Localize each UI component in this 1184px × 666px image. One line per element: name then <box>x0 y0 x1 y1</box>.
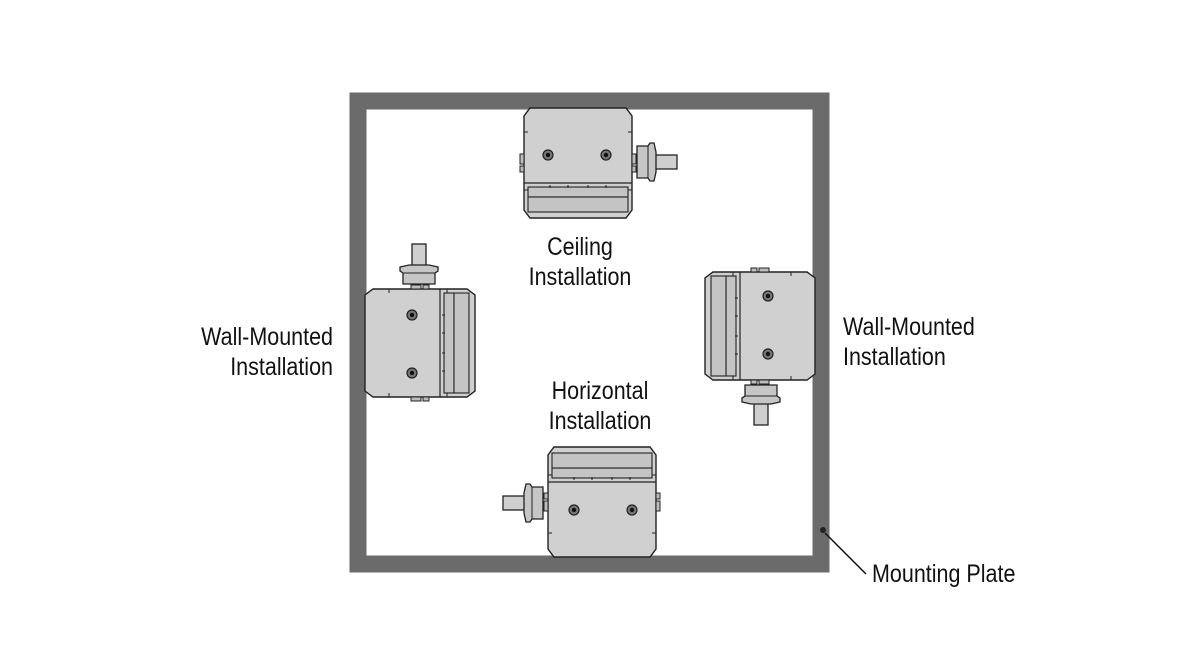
mounting-plate-pointer-dot <box>820 527 826 533</box>
label-mounting-plate-text: Mounting Plate <box>872 560 1016 588</box>
label-wall-mounted-right: Wall-Mounted Installation <box>843 312 1032 372</box>
label-wall-left-line2: Installation <box>230 353 333 381</box>
label-mounting-plate: Mounting Plate <box>872 559 1061 589</box>
label-wall-left-line1: Wall-Mounted <box>201 323 333 351</box>
label-horizontal-line1: Horizontal <box>551 377 649 405</box>
label-horizontal-installation: Horizontal Installation <box>514 376 686 436</box>
label-wall-mounted-left: Wall-Mounted Installation <box>161 322 333 382</box>
label-ceiling-installation: Ceiling Installation <box>494 232 666 292</box>
label-ceiling-line2: Installation <box>528 263 632 291</box>
label-ceiling-line1: Ceiling <box>547 233 613 261</box>
label-wall-right-line2: Installation <box>843 343 946 371</box>
label-horizontal-line2: Installation <box>548 407 652 435</box>
label-wall-right-line1: Wall-Mounted <box>843 313 975 341</box>
mounting-plate-leader-line <box>824 532 867 575</box>
